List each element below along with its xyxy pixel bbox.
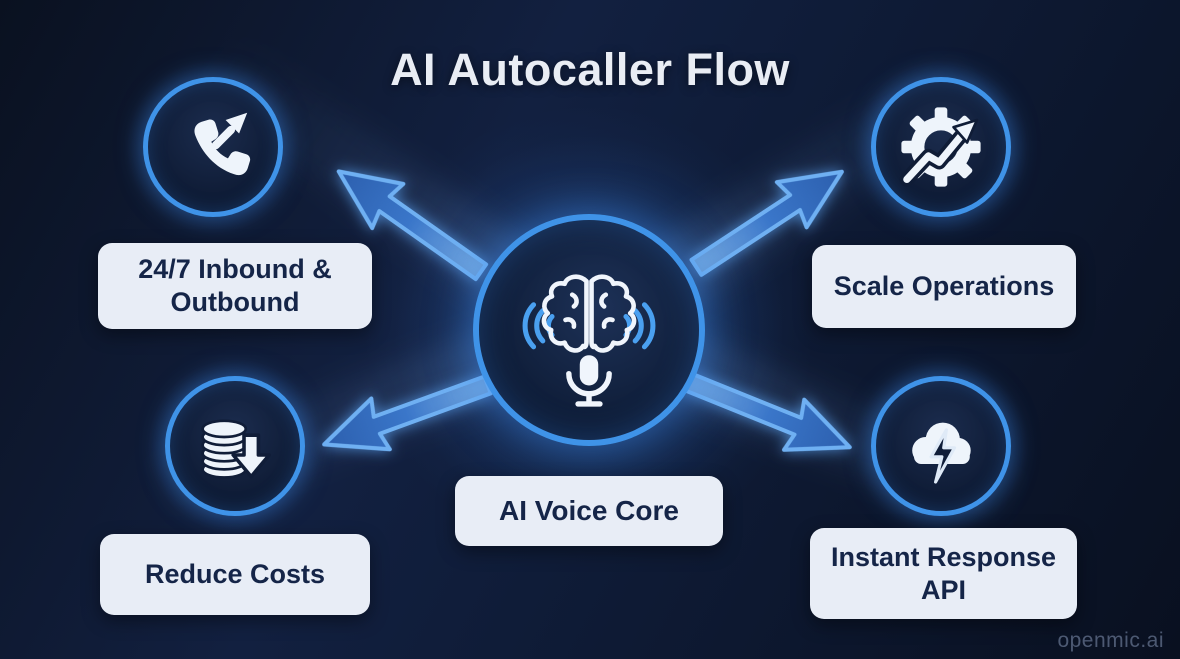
phone-outgoing-call-icon [194, 112, 251, 176]
gear-growth-arrow-icon [899, 107, 981, 187]
reduce-costs-node [165, 376, 305, 516]
label-inbound-outbound: 24/7 Inbound & Outbound [98, 243, 372, 329]
instant-response-api-node [871, 376, 1011, 516]
label-reduce-costs: Reduce Costs [100, 534, 370, 615]
label-ai-voice-core: AI Voice Core [455, 476, 723, 546]
inbound-outbound-node [143, 77, 283, 217]
arrow-to-bottom-right [672, 344, 869, 486]
label-instant-response-api: Instant Response API [810, 528, 1077, 619]
watermark: openmic.ai [1057, 629, 1164, 652]
scale-operations-node [871, 77, 1011, 217]
ai-voice-core-node [473, 214, 705, 446]
arrow-to-bottom-left [307, 347, 504, 484]
cloud-lightning-icon [912, 422, 971, 484]
label-scale-operations: Scale Operations [812, 245, 1076, 328]
coins-stack-down-arrow-icon [201, 419, 271, 479]
ai-voice-brain-mic-icon [522, 274, 656, 407]
page-title: AI Autocaller Flow [390, 44, 790, 95]
